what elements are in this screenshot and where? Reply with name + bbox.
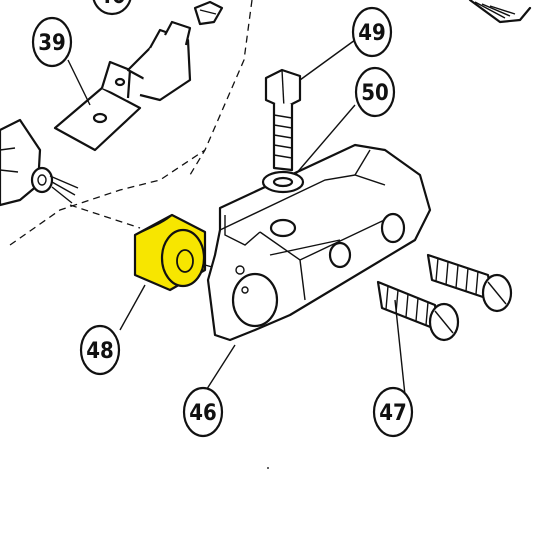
screw-lower [376,280,460,342]
callout-40: 40 [92,0,132,16]
leader-lines [67,39,406,396]
callout-label-47: 47 [379,401,407,426]
screw-upper [426,253,513,313]
callout-50: 50 [354,66,396,118]
callout-label-39: 39 [38,31,66,56]
callout-label-40: 40 [98,0,126,9]
callout-48: 48 [79,324,121,376]
small-screw [193,0,224,26]
callout-label-49: 49 [358,21,386,46]
callout-47: 47 [372,386,414,438]
bushing-part-highlighted [133,213,207,292]
washer-part [261,170,305,194]
callout-label-48: 48 [86,339,114,364]
callout-49: 49 [351,6,393,58]
stray-dot [267,467,269,469]
cable-assembly [0,118,79,207]
cable-top-right [468,0,532,24]
callout-label-50: 50 [361,81,389,106]
bolt-part [264,68,302,172]
callout-39: 39 [31,16,73,68]
callout-46: 46 [182,386,224,438]
main-body-part [206,143,432,342]
bracket-part [53,20,192,152]
bushing-hole [176,249,194,273]
callout-label-46: 46 [189,401,217,426]
